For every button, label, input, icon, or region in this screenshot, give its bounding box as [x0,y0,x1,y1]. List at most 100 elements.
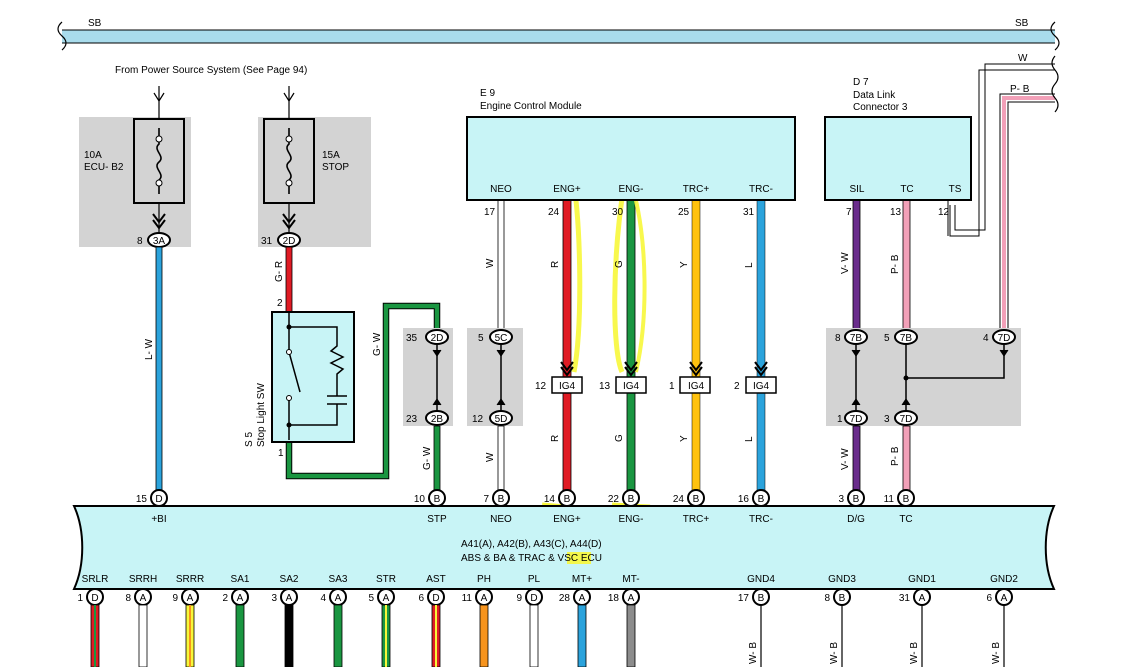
ecm-pin: 17 [484,207,496,218]
terminal-pin: 8 [824,593,830,604]
abs-ecu-connectors: A41(A), A42(B), A43(C), A44(D) [461,539,602,550]
terminal-connector: B [839,593,846,604]
terminal-pin: 17 [738,593,750,604]
ig4-label: IG4 [753,381,770,392]
connector-pin: 23 [406,414,418,425]
junction-box-5c-5d [467,328,523,426]
terminal-name: MT- [622,574,639,585]
terminal-connector: B [498,494,505,505]
ig4-pin: 13 [599,381,611,392]
terminal-pin: 6 [986,593,992,604]
connector-id: 5D [495,414,508,425]
terminal-name: D/G [847,514,865,525]
terminal-name: PH [477,574,491,585]
terminal-name: STP [427,514,447,525]
connector-pin: 35 [406,333,418,344]
terminal-pin: 14 [544,494,556,505]
ecm-name: Engine Control Module [480,101,582,112]
terminal-pin: 2 [222,593,228,604]
terminal-name: MT+ [572,574,592,585]
abs-bottom-terminals: SRLRD1SRRHA8SRRRA9SA1A2SA2A3SA3A4STRA5AS… [77,574,1018,606]
wire-label: G [614,434,625,442]
connector-id: 5C [495,333,508,344]
terminal-name: AST [426,574,445,585]
wire-label: V- W [840,448,851,470]
terminal-name: GND3 [828,574,856,585]
right-bus-w-label: W [1018,53,1028,64]
terminal-name: SRRH [129,574,157,585]
ig4-connectors: 12 IG4 13 IG4 1 IG4 2 IG4 [535,361,777,394]
lower-wire [284,604,294,667]
terminal-pin: 4 [320,593,326,604]
ig4-label: IG4 [559,381,576,392]
connector-oval [894,410,918,426]
lower-wire-labels: G- W W R G Y L V- W P- B [422,434,901,470]
ecm-pin: 31 [743,207,755,218]
connector-id: 2D [283,236,296,247]
dlc-terminal-name: TS [949,184,962,195]
terminal-pin: 8 [125,593,131,604]
terminal-name: TRC- [749,514,773,525]
ecm-terminal-name: ENG- [619,184,644,195]
right-bus-wires: W P- B [949,53,1059,330]
dlc-name-line1: Data Link [853,90,896,101]
lower-wire-stripe [435,605,437,667]
abs-ecu-name-highlight: VSC [558,553,579,564]
switch-name: Stop Light SW [256,383,267,447]
connector-id: 2D [431,333,444,344]
ig4-pin: 12 [535,381,547,392]
terminal-connector: A [1001,593,1008,604]
wire-label: G- W [372,332,383,356]
connector-pin: 8 [137,236,143,247]
dlc-pin: 12 [938,207,950,218]
terminal-pin: 9 [516,593,522,604]
fuse-terminal [155,179,163,187]
terminal-connector: B [564,494,571,505]
connector-pin: 8 [835,333,841,344]
dlc-pin: 7 [846,207,852,218]
stop-light-switch: 2 1 S 5 Stop Light SW [244,298,355,459]
fuse-terminal [155,135,163,143]
fuse-terminal [285,135,293,143]
terminal-connector: A [579,593,586,604]
ecm-id: E 9 [480,88,495,99]
connector-oval [844,329,868,345]
fuse-ecu-b2: 10A ECU- B2 8 3A [79,86,191,248]
terminal-pin: 31 [899,593,911,604]
terminal-pin: 9 [172,593,178,604]
switch-pin-top: 2 [277,298,283,309]
connector-id: 7D [850,414,863,425]
connector-oval [425,410,449,426]
dlc-id: D 7 [853,77,869,88]
lower-wire-stripe [94,605,96,667]
terminal-pin: 3 [838,494,844,505]
ecm-terminal-name: TRC- [749,184,773,195]
power-source-note: From Power Source System (See Page 94) [115,65,307,76]
lower-wire [529,604,539,667]
terminal-connector: A [335,593,342,604]
wire-label: Y [679,435,690,442]
connector-oval [844,410,868,426]
terminal-connector: B [903,494,910,505]
connector-pin: 12 [472,414,484,425]
terminal-pin: 15 [136,494,148,505]
terminal-connector: A [187,593,194,604]
terminal-name: SA1 [231,574,250,585]
junction-box-2d-2b [403,328,453,426]
fuse-stop: 15A STOP 31 2D [258,86,371,248]
lower-wire [333,604,343,667]
connector-oval [992,329,1016,345]
terminal-pin: 10 [414,494,426,505]
fuse-amps: 10A [84,150,102,161]
dlc-pin: 13 [890,207,902,218]
terminal-connector: B [693,494,700,505]
terminal-pin: 24 [673,494,685,505]
engine-control-module: E 9 Engine Control Module NEO ENG+ ENG- … [466,88,796,218]
terminal-pin: 6 [418,593,424,604]
ecm-pin: 24 [548,207,560,218]
connector-oval [425,329,449,345]
wire-label: P- B [890,254,901,274]
lower-wire [626,604,636,667]
